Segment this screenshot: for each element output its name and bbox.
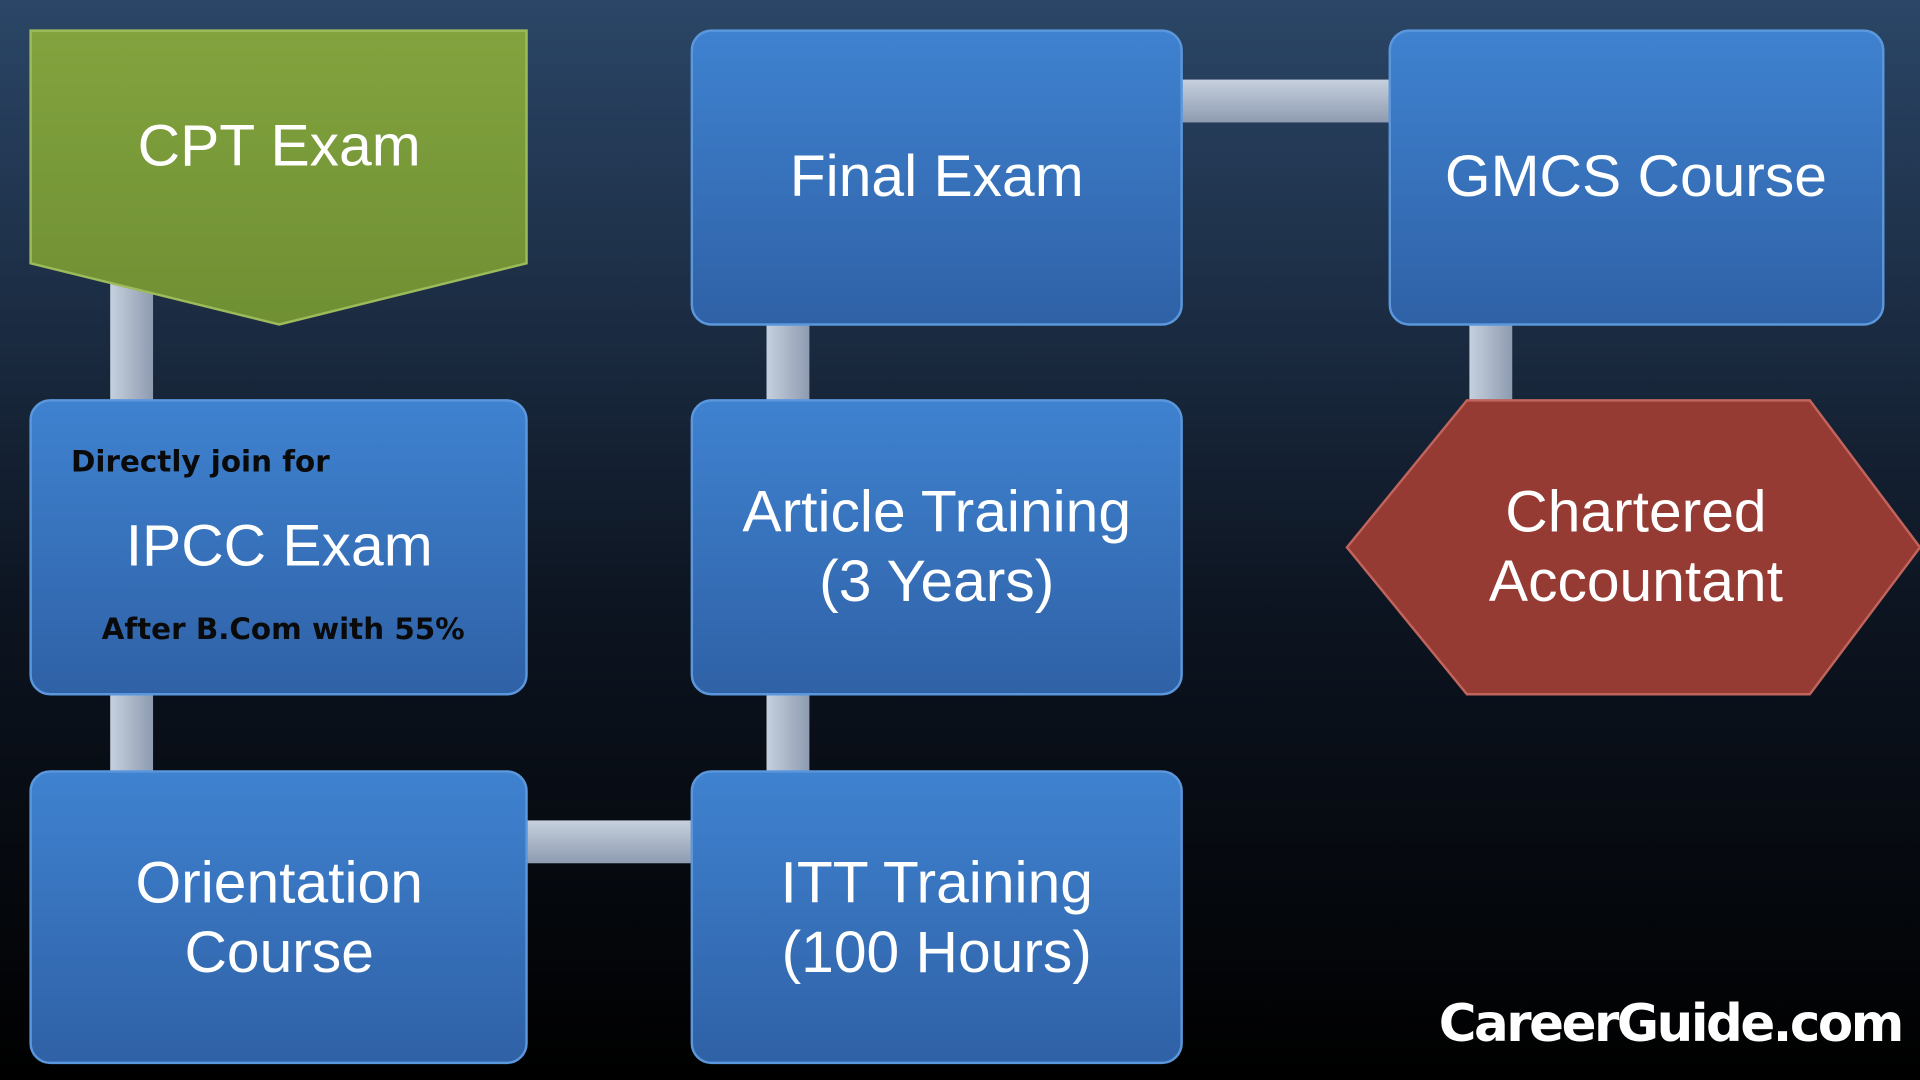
connector-itt-article xyxy=(766,691,810,776)
connector-ipcc-orientation xyxy=(110,691,154,776)
ca-line1: Chartered xyxy=(1505,479,1766,544)
connector-article-final xyxy=(766,320,810,405)
connectors xyxy=(110,79,1513,864)
node-chartered-accountant: Chartered Accountant xyxy=(1345,399,1920,696)
careerguide-logo: CareerGuide.com xyxy=(1439,994,1902,1054)
itt-line1: ITT Training xyxy=(781,850,1093,915)
itt-line2: (100 Hours) xyxy=(782,920,1092,985)
orientation-line1: Orientation xyxy=(135,850,422,915)
gmcs-label: GMCS Course xyxy=(1445,144,1827,209)
article-line2: (3 Years) xyxy=(819,549,1054,614)
node-ipcc-exam: Directly join for IPCC Exam After B.Com … xyxy=(29,399,528,696)
connector-cpt-ipcc xyxy=(110,281,154,405)
final-label: Final Exam xyxy=(790,144,1084,209)
connector-final-gmcs xyxy=(1177,79,1394,123)
article-line1: Article Training xyxy=(742,479,1131,544)
node-orientation-course: Orientation Course xyxy=(29,770,528,1065)
node-final-exam: Final Exam xyxy=(690,29,1183,326)
ca-line2: Accountant xyxy=(1489,549,1783,614)
node-itt-training: ITT Training (100 Hours) xyxy=(690,770,1183,1065)
connector-gmcs-ca xyxy=(1469,320,1513,405)
orientation-line2: Course xyxy=(184,920,373,985)
ipcc-note-bottom: After B.Com with 55% xyxy=(102,612,465,646)
node-cpt-exam: CPT Exam xyxy=(29,29,528,326)
node-gmcs-course: GMCS Course xyxy=(1388,29,1885,326)
node-article-training: Article Training (3 Years) xyxy=(690,399,1183,696)
ipcc-note-top: Directly join for xyxy=(71,444,330,478)
cpt-label: CPT Exam xyxy=(138,113,421,178)
ipcc-label: IPCC Exam xyxy=(126,514,433,579)
connector-orientation-itt xyxy=(524,820,696,864)
